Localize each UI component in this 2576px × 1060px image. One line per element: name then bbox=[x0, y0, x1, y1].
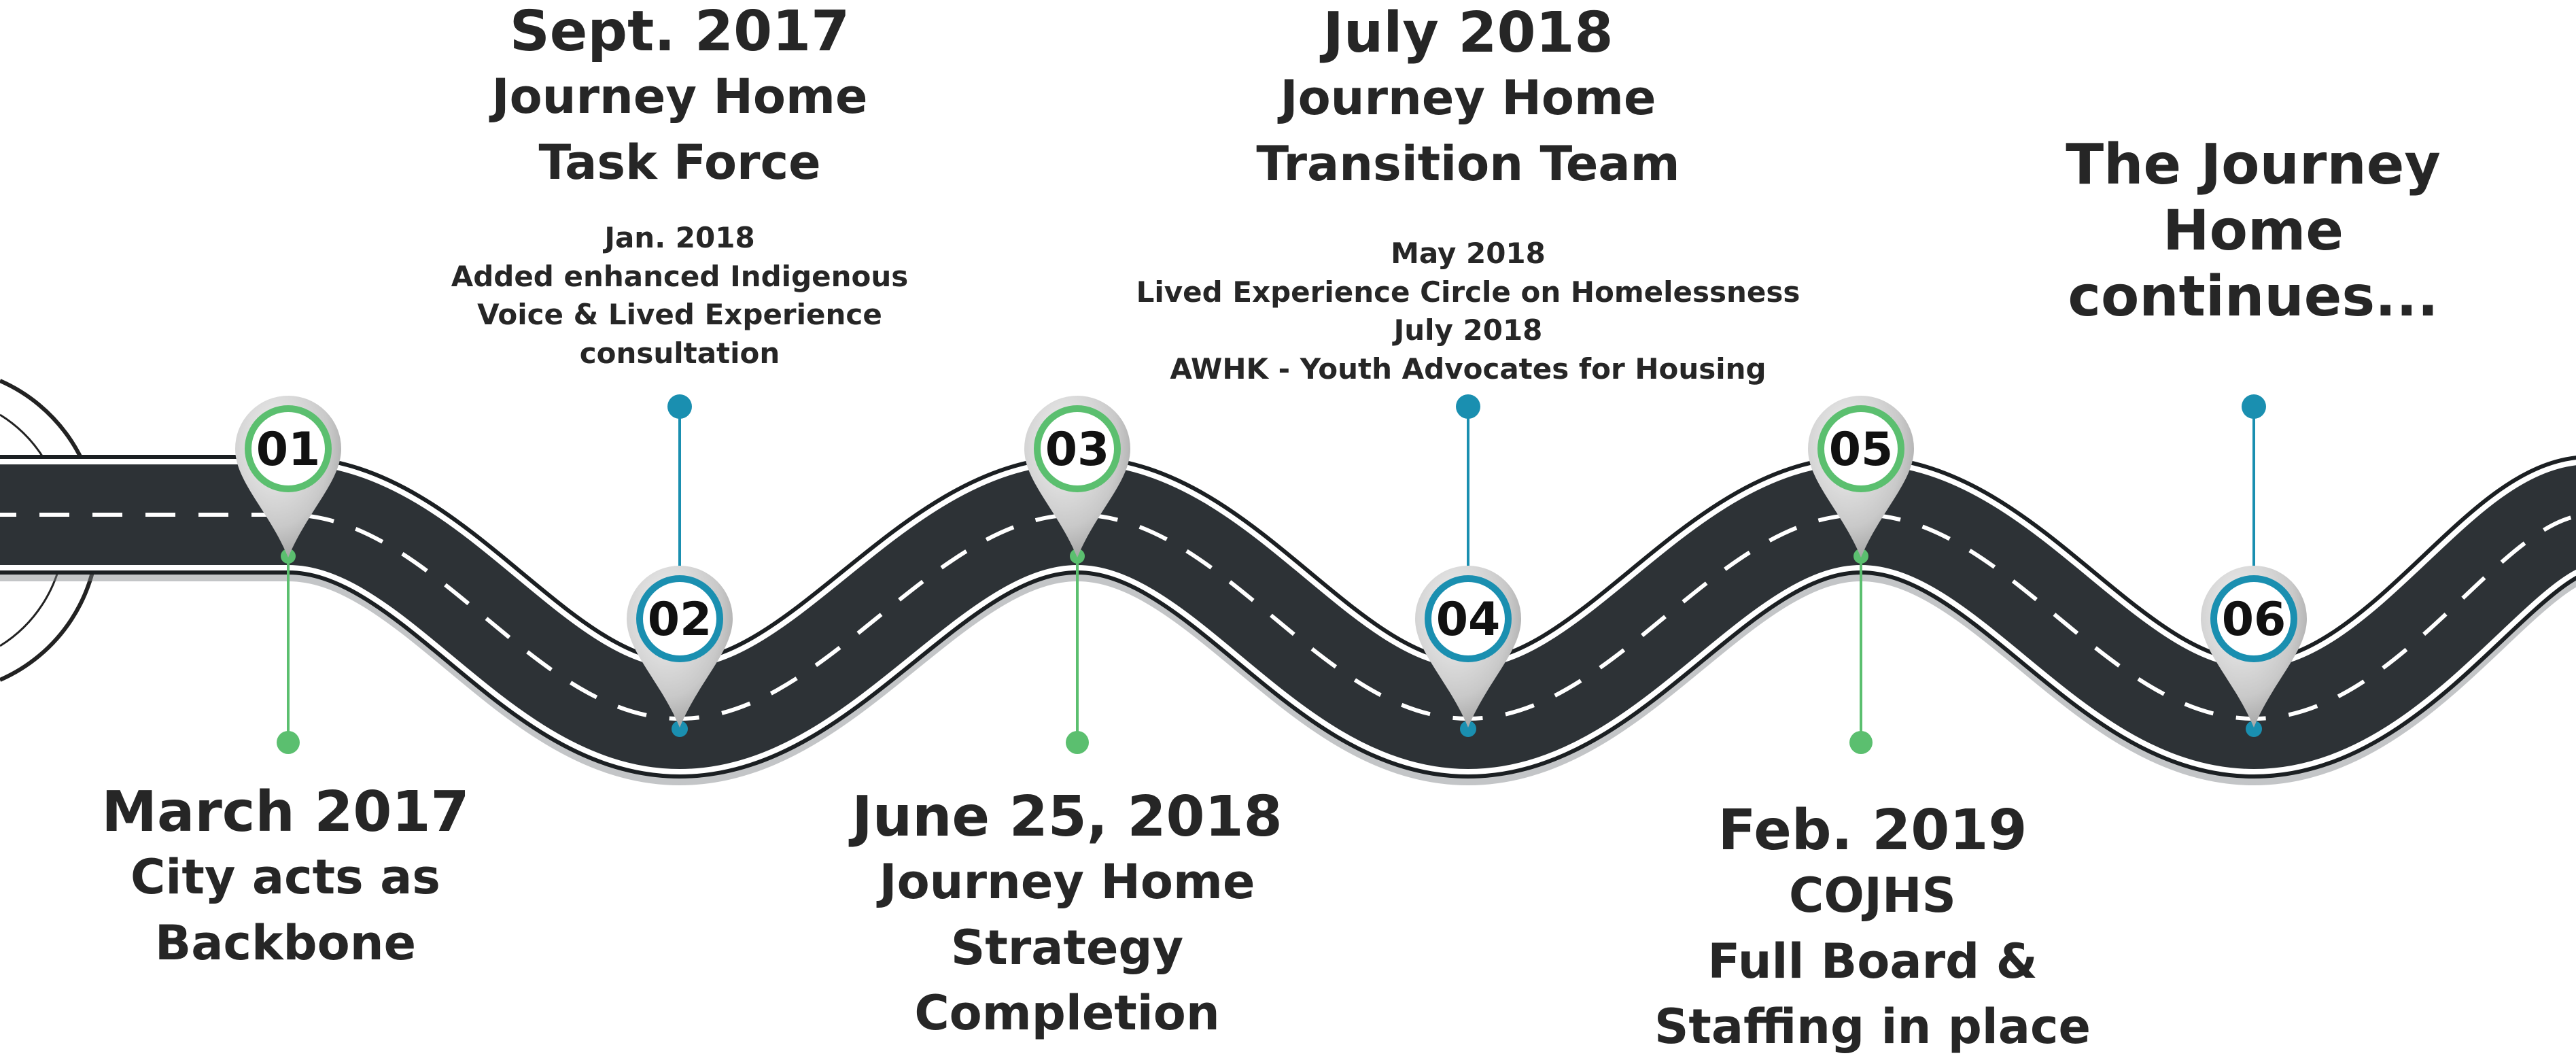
milestone-title-line: COJHS bbox=[1789, 868, 1956, 924]
milestone-date: March 2017 bbox=[101, 780, 470, 844]
milestone-label-01: March 2017 City acts as Backbone bbox=[82, 780, 489, 976]
winding-road bbox=[0, 454, 2576, 786]
milestone-title-line: continues... bbox=[2068, 264, 2439, 329]
note-line: Lived Experience Circle on Homelessness bbox=[1136, 275, 1800, 309]
milestone-title-line: Completion bbox=[914, 985, 1220, 1042]
milestone-title-line: Journey Home bbox=[1280, 70, 1656, 126]
milestone-pin-01: 01 bbox=[235, 396, 341, 558]
note-jan-2018: Jan. 2018 Added enhanced Indigenous Voic… bbox=[435, 219, 924, 373]
milestone-pin-02: 02 bbox=[627, 566, 733, 728]
note-line: Added enhanced Indigenous bbox=[451, 259, 909, 293]
note-line: Voice & Lived Experience bbox=[477, 298, 882, 332]
note-date: July 2018 bbox=[1393, 313, 1543, 347]
milestone-title-line: City acts as bbox=[130, 849, 440, 906]
milestone-label-03: June 25, 2018 Journey Home Strategy Comp… bbox=[829, 785, 1305, 1046]
milestone-connectors bbox=[277, 394, 2266, 754]
milestone-pin-03: 03 bbox=[1024, 396, 1130, 558]
milestone-label-05: Feb. 2019 COJHS Full Board & Staffing in… bbox=[1631, 798, 2114, 1060]
note-date: Jan. 2018 bbox=[604, 221, 755, 254]
milestone-number: 01 bbox=[256, 423, 321, 477]
note-date: May 2018 bbox=[1391, 237, 1546, 270]
milestone-number: 04 bbox=[1436, 593, 1501, 647]
milestone-title-line: Home bbox=[2162, 198, 2344, 263]
milestone-title-line: Task Force bbox=[538, 134, 821, 190]
notes-2018: May 2018 Lived Experience Circle on Home… bbox=[1128, 235, 1808, 389]
milestone-label-04: July 2018 Journey Home Transition Team bbox=[1230, 1, 1706, 196]
milestone-pin-04: 04 bbox=[1415, 566, 1521, 728]
milestone-title-line: Transition Team bbox=[1256, 135, 1680, 192]
milestone-number: 03 bbox=[1045, 423, 1110, 477]
note-line: consultation bbox=[579, 337, 780, 371]
milestone-title-line: Full Board & bbox=[1707, 933, 2038, 989]
milestone-pin-05: 05 bbox=[1808, 396, 1914, 558]
milestone-title-line: Journey Home bbox=[879, 854, 1255, 910]
milestone-label-02: Sept. 2017 Journey Home Task Force bbox=[476, 0, 884, 195]
milestone-date: Feb. 2019 bbox=[1718, 798, 2027, 863]
milestone-label-06: The Journey Home continues... bbox=[2032, 133, 2474, 330]
milestone-title-line: Journey Home bbox=[491, 69, 868, 125]
milestone-date: July 2018 bbox=[1323, 1, 1614, 65]
milestone-number: 02 bbox=[648, 593, 712, 647]
milestone-pin-06: 06 bbox=[2201, 566, 2307, 728]
milestone-date: Sept. 2017 bbox=[509, 0, 850, 64]
milestone-title-line: Staffing in place bbox=[1654, 999, 2091, 1055]
milestone-title-line: The Journey bbox=[2066, 133, 2441, 197]
milestone-date: June 25, 2018 bbox=[852, 785, 1283, 849]
milestone-title-line: Strategy bbox=[950, 919, 1184, 976]
milestone-title-line: Backbone bbox=[154, 914, 417, 971]
note-line: AWHK - Youth Advocates for Housing bbox=[1170, 352, 1766, 386]
milestone-number: 05 bbox=[1829, 423, 1894, 477]
milestone-number: 06 bbox=[2222, 593, 2286, 647]
